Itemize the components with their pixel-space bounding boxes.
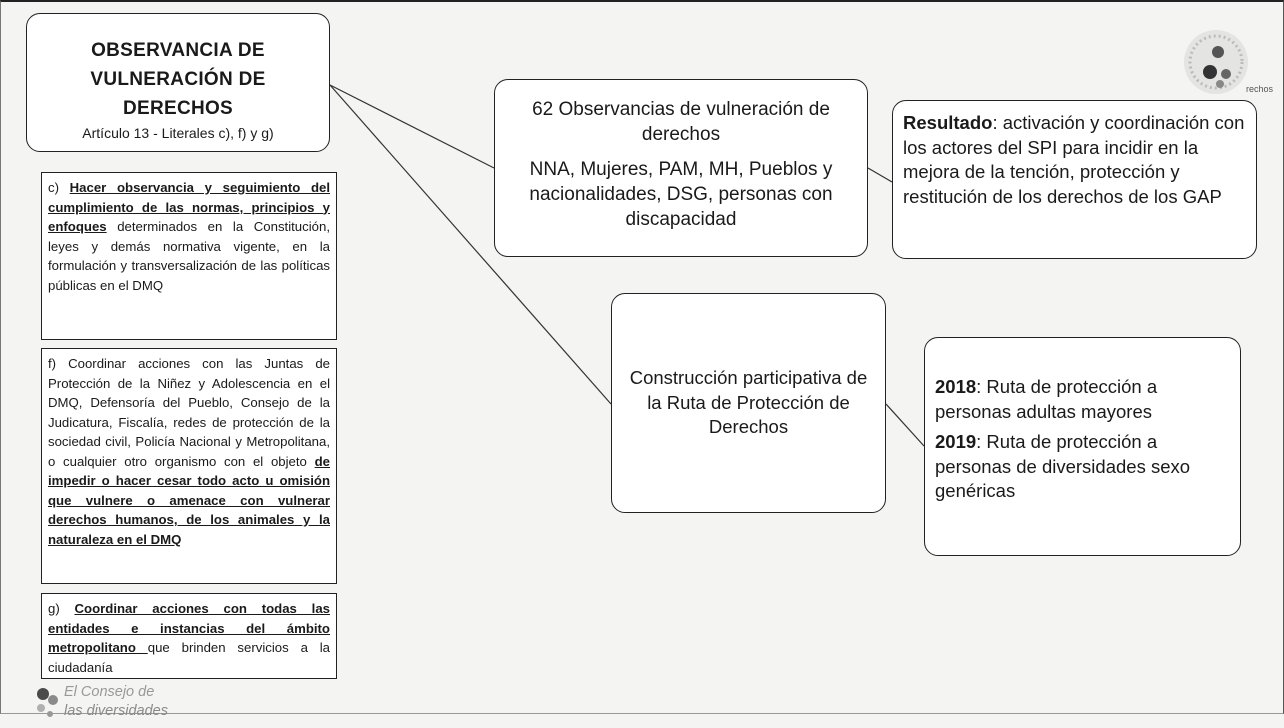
literal-f-text: f) Coordinar acciones con las Juntas de …	[48, 356, 330, 469]
rutas-box: 2018: Ruta de protección a personas adul…	[924, 337, 1241, 556]
title-line-1: OBSERVANCIA DE	[91, 40, 265, 61]
resultado-text: : activación y coordinación con los acto…	[903, 112, 1245, 207]
observancias-groups: NNA, Mujeres, PAM, MH, Pueblos y naciona…	[529, 159, 833, 230]
consejo-logo: El Consejo de las diversidades	[34, 684, 294, 726]
consejo-logo-line2: las diversidades	[64, 703, 168, 719]
connector-construccion-to-rutas	[885, 403, 925, 447]
ruta-2018-year: 2018	[935, 376, 977, 397]
organization-logo-icon	[1184, 30, 1248, 94]
resultado-box: Resultado: activación y coordinación con…	[892, 100, 1257, 259]
literal-g-rest: que brinden servicios a la ciudadanía	[48, 640, 330, 675]
title-box: OBSERVANCIA DE VULNERACIÓN DE DERECHOS A…	[26, 13, 330, 152]
connector-observancias-to-resultado	[867, 167, 893, 183]
logo-top-caption: rechos	[1246, 84, 1274, 94]
literal-g-box: g) Coordinar acciones con todas las enti…	[41, 593, 337, 679]
construccion-box: Construcción participativa de la Ruta de…	[611, 293, 886, 513]
literal-f-emphasis: de impedir o hacer cesar todo acto u omi…	[48, 453, 330, 547]
ruta-2018-text: : Ruta de protección a personas adultas …	[935, 376, 1158, 422]
consejo-logo-icon	[37, 688, 58, 717]
ruta-2018: 2018: Ruta de protección a personas adul…	[935, 375, 1230, 424]
ruta-2019-text: : Ruta de protección a personas de diver…	[935, 431, 1191, 501]
literal-g-emphasis: Coordinar acciones con todas las entidad…	[48, 601, 330, 655]
literal-c-prefix: c)	[48, 180, 70, 195]
resultado-label: Resultado	[903, 112, 993, 133]
title-line-2: VULNERACIÓN DE	[90, 69, 266, 90]
literal-c-rest: determinados en la Constitución, leyes y…	[48, 219, 330, 293]
observancias-heading: 62 Observancias de vulneración de derech…	[532, 99, 830, 145]
ruta-2019-year: 2019	[935, 431, 977, 452]
literal-c-emphasis: Hacer observancia y seguimiento del cump…	[48, 180, 330, 234]
ruta-2019: 2019: Ruta de protección a personas de d…	[935, 430, 1230, 504]
literal-c-box: c) Hacer observancia y seguimiento del c…	[41, 172, 337, 340]
literal-g-prefix: g)	[48, 601, 75, 616]
consejo-logo-line1: El Consejo de	[64, 684, 155, 700]
title-line-3: DERECHOS	[122, 98, 234, 119]
literal-f-box: f) Coordinar acciones con las Juntas de …	[41, 348, 337, 584]
construccion-text: Construcción participativa de la Ruta de…	[629, 367, 868, 438]
connector-title-to-observancias	[329, 84, 495, 169]
connector-title-to-construccion	[329, 84, 612, 405]
title-subtitle: Artículo 13 - Literales c), f) y g)	[82, 125, 274, 141]
observancias-box: 62 Observancias de vulneración de derech…	[494, 79, 868, 257]
